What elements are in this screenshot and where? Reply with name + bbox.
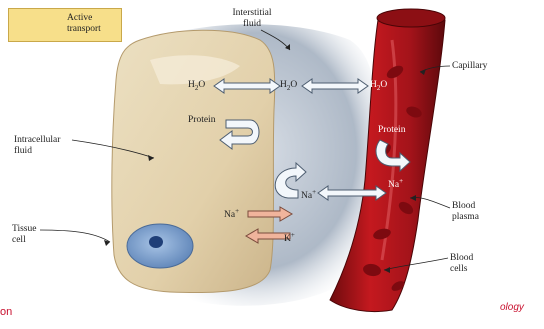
intracellular-fluid-label: Intracellular fluid bbox=[14, 135, 60, 157]
legend-label-line2: transport bbox=[67, 24, 101, 35]
interstitial-fluid-label: Interstitial fluid bbox=[224, 8, 280, 30]
protein-label-capillary: Protein bbox=[378, 125, 405, 136]
interstitial-label-line1: Interstitial bbox=[224, 8, 280, 19]
blood-plasma-label-line1: Blood bbox=[452, 201, 479, 212]
nucleolus bbox=[149, 236, 163, 248]
blood-plasma-label: Blood plasma bbox=[452, 201, 479, 223]
tissue-label-line1: Tissue bbox=[12, 224, 36, 235]
capillary-opening bbox=[377, 9, 445, 27]
na-label-capillary: Na+ bbox=[388, 176, 403, 191]
k-label-active-transport: K+ bbox=[284, 230, 295, 245]
interstitial-label-line2: fluid bbox=[224, 19, 280, 30]
footer-right-fragment: ology bbox=[500, 302, 524, 313]
intracellular-label-line1: Intracellular bbox=[14, 135, 60, 146]
legend-label: Active transport bbox=[67, 13, 101, 35]
tissue-label-line2: cell bbox=[12, 235, 36, 246]
blood-plasma-label-line2: plasma bbox=[452, 212, 479, 223]
h2o-label-capillary: H2O bbox=[370, 80, 387, 94]
h2o-label-cell: H2O bbox=[188, 80, 205, 94]
intracellular-label-line2: fluid bbox=[14, 146, 60, 157]
blood-cells-label: Blood cells bbox=[450, 253, 473, 275]
na-label-active-transport: Na+ bbox=[224, 206, 239, 221]
tissue-cell-label: Tissue cell bbox=[12, 224, 36, 246]
na-label-interstitial: Na+ bbox=[301, 187, 316, 202]
capillary-label: Capillary bbox=[452, 61, 487, 72]
protein-label-cell: Protein bbox=[188, 115, 215, 126]
blood-cells-label-line1: Blood bbox=[450, 253, 473, 264]
blood-cells-label-line2: cells bbox=[450, 264, 473, 275]
footer-left-fragment: on bbox=[0, 306, 12, 318]
legend-label-line1: Active bbox=[67, 13, 101, 24]
legend-box: Active transport bbox=[8, 8, 122, 42]
h2o-label-interstitial: H2O bbox=[280, 80, 297, 94]
